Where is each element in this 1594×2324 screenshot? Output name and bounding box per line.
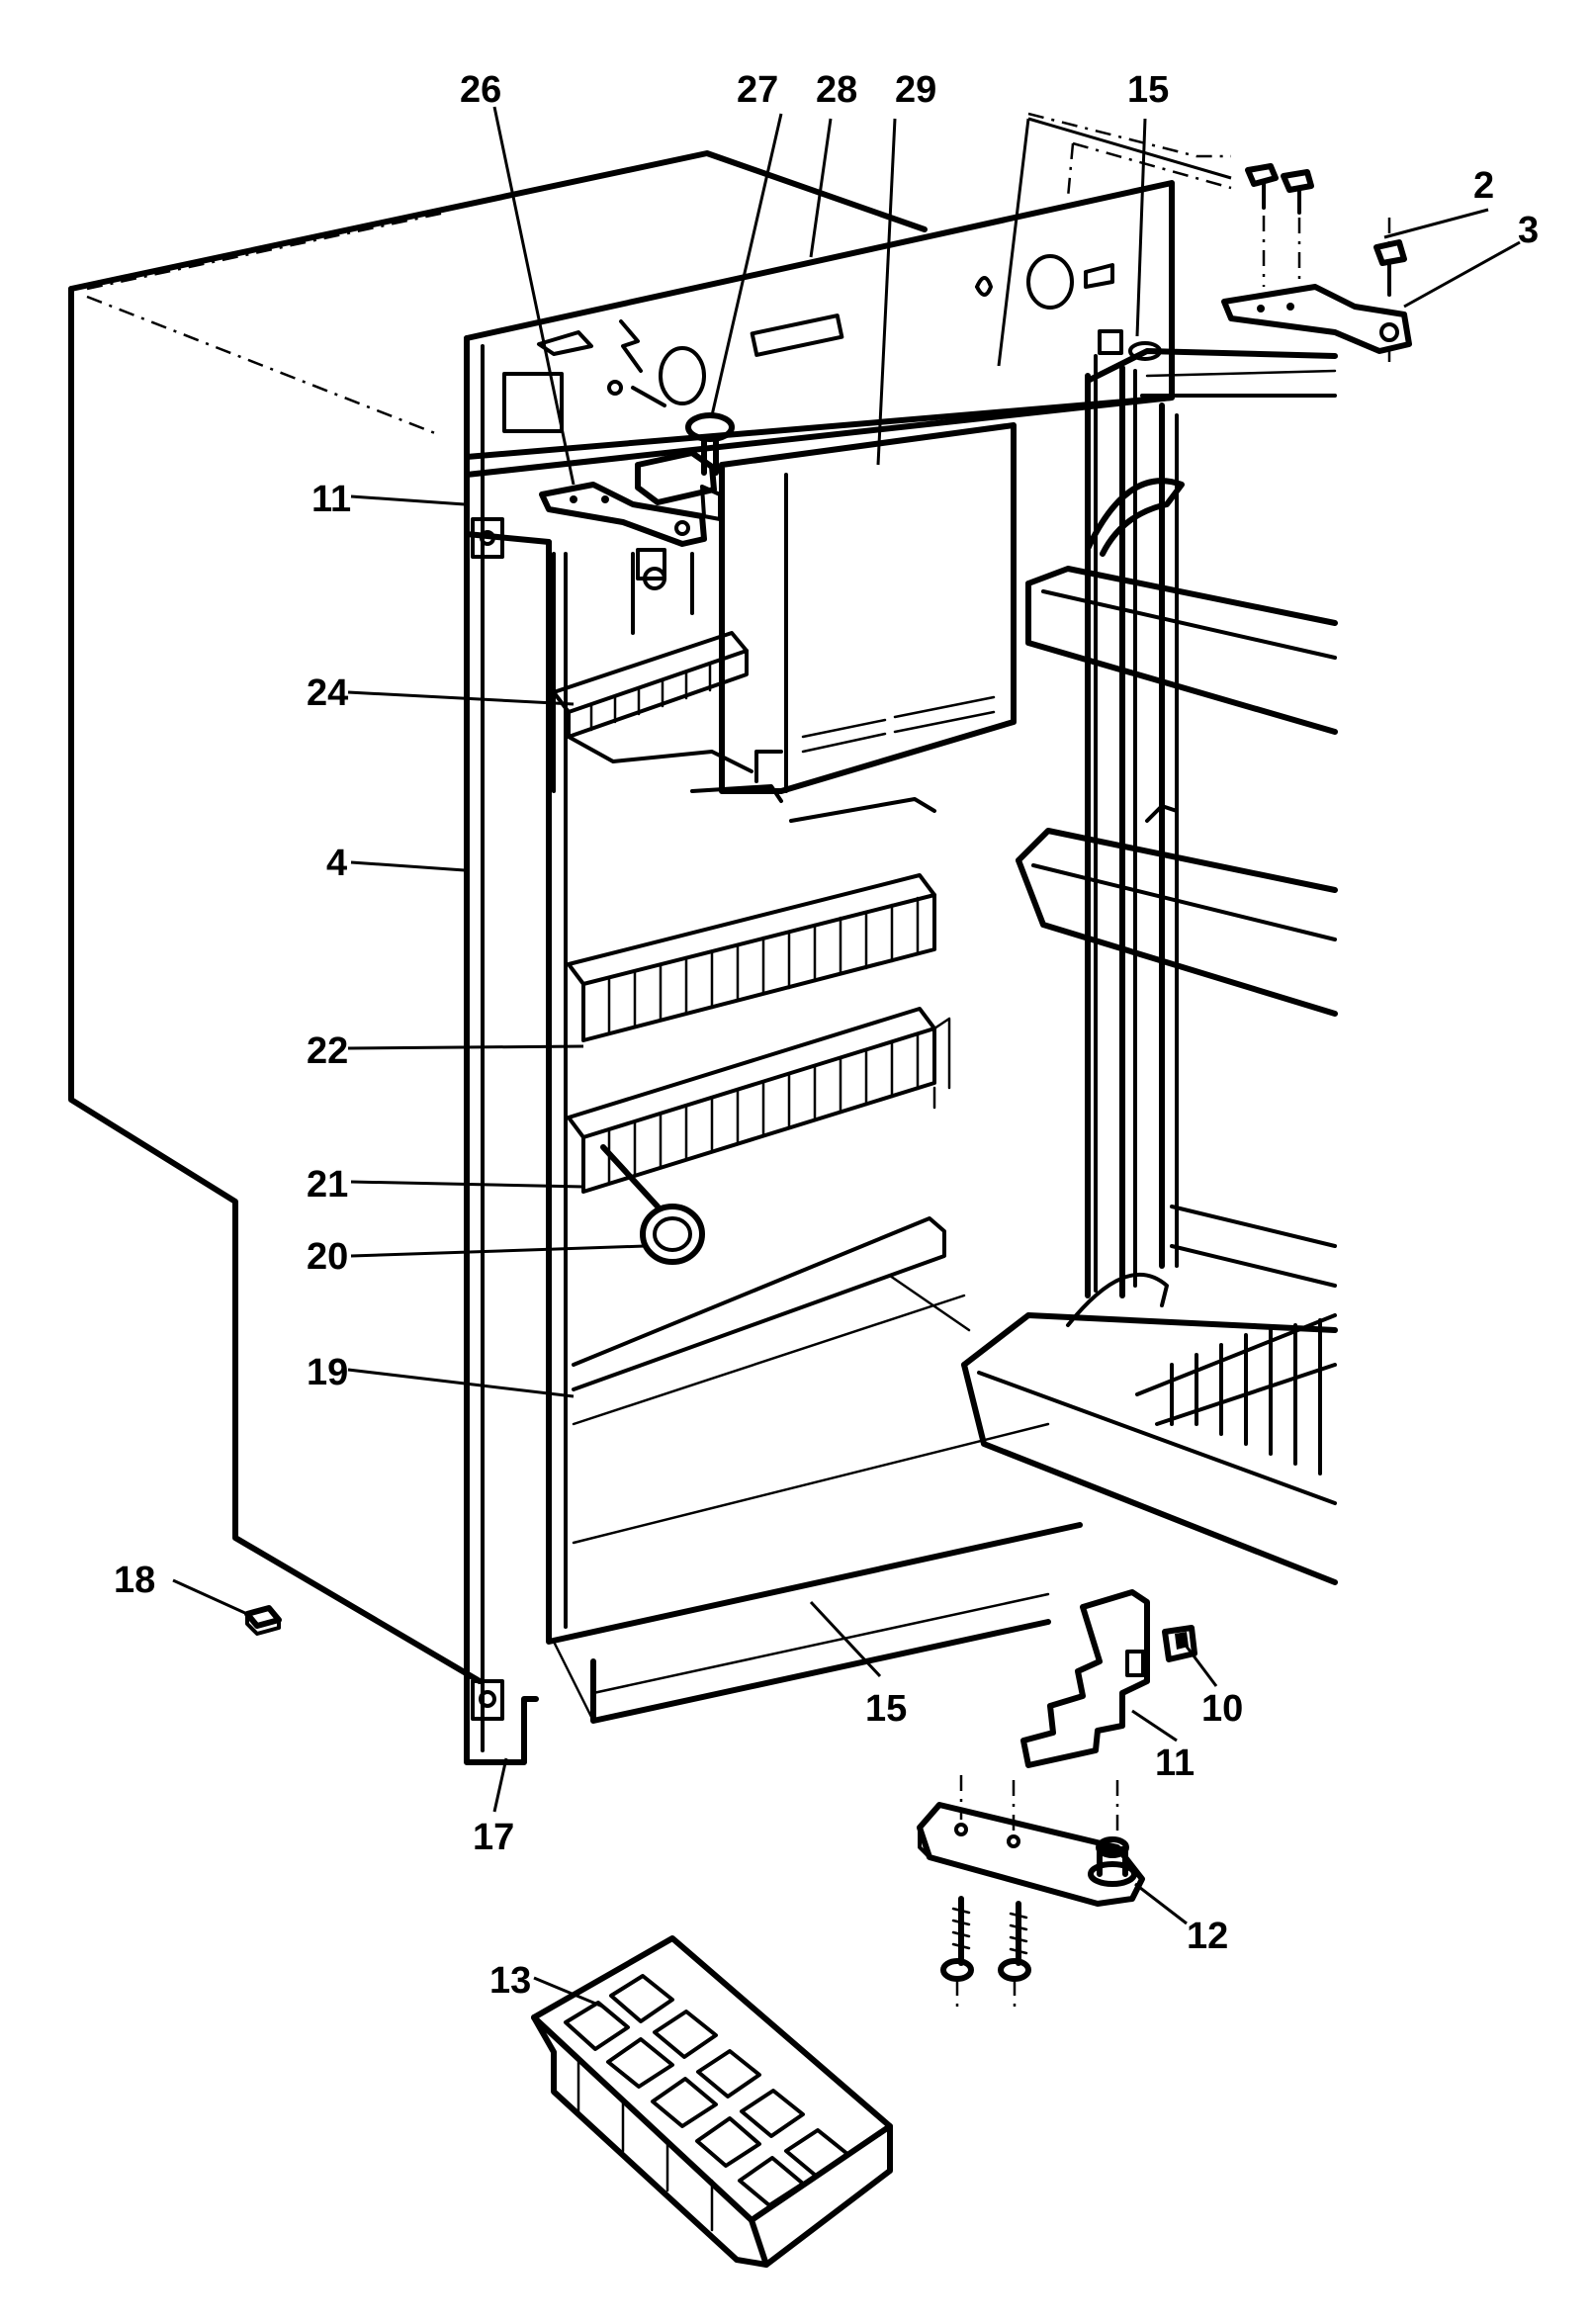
callout-2: 2 [1473, 165, 1494, 207]
callout-17: 18 [114, 1560, 155, 1601]
thermostat-knob [600, 1144, 705, 1265]
leader-lines [172, 106, 1521, 2010]
callout-18: 19 [307, 1352, 348, 1393]
callout-12: 12 [1187, 1916, 1228, 1957]
callout-11-left: 11 [311, 479, 351, 520]
door [961, 348, 1338, 1585]
callout-14: 15 [865, 1688, 907, 1730]
callout-10: 10 [1201, 1688, 1243, 1730]
callout-13: 13 [489, 1960, 531, 2002]
callout-15-bottom: 17 [473, 1817, 514, 1858]
callout-28: 29 [895, 69, 936, 111]
callout-22: 24 [307, 672, 348, 714]
callout-11-bottom: 11 [1155, 1743, 1195, 1784]
callout-3: 3 [1518, 210, 1539, 251]
freezer-compartment [690, 422, 1017, 803]
base-strip [590, 1619, 1051, 1724]
callout-19: 20 [307, 1236, 348, 1278]
callout-27: 28 [816, 69, 857, 111]
cabinet-body [68, 150, 1175, 1765]
callout-labels: 26 27 28 29 15 2 3 11 24 4 22 21 20 19 1… [114, 69, 1539, 2002]
bottom-hinge-bracket [1020, 1589, 1197, 1768]
callout-15-top: 15 [1127, 69, 1169, 111]
top-hinge-assembly [1027, 112, 1412, 366]
upper-wire-shelf [552, 552, 753, 793]
callout-20: 21 [307, 1164, 348, 1206]
bottom-guide-rail [572, 1216, 1050, 1545]
callout-4: 4 [326, 843, 347, 884]
callout-21: 22 [307, 1030, 348, 1072]
side-fixtures [471, 329, 1162, 1721]
callout-26: 27 [737, 69, 778, 111]
middle-wire-shelf [567, 797, 936, 1042]
ice-cube-tray [531, 1935, 893, 2268]
callout-24: 26 [460, 69, 501, 111]
lower-wire-shelf [567, 1007, 951, 1194]
bottom-hinge-plate [917, 1775, 1145, 2008]
foot-pad [244, 1605, 282, 1636]
upper-internal-hinge [539, 412, 735, 590]
